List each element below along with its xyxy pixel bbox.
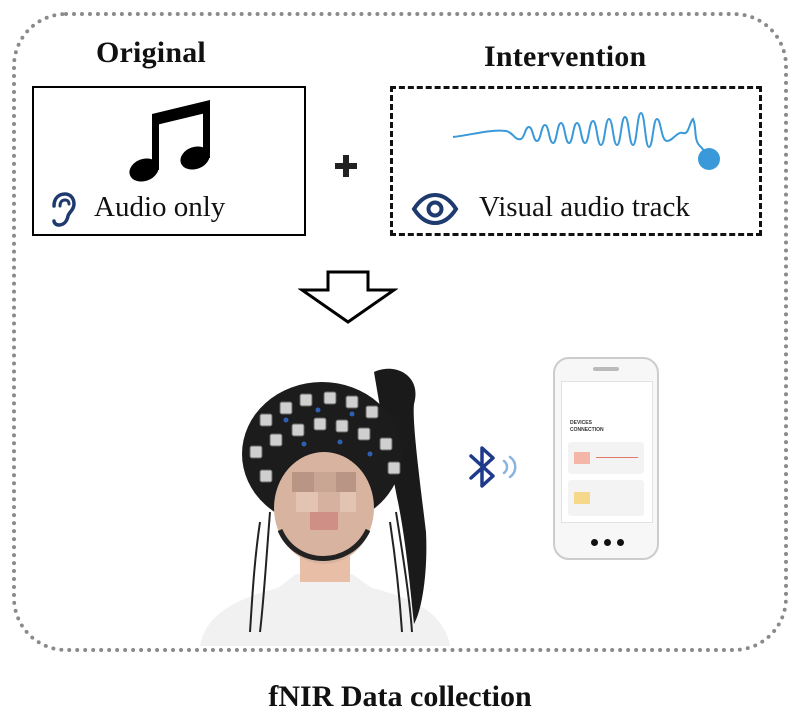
eye-icon bbox=[411, 193, 459, 225]
ear-icon bbox=[52, 192, 76, 227]
original-panel: Audio only bbox=[32, 86, 306, 236]
waveform-icon bbox=[452, 111, 720, 170]
smartphone: DEVICES CONNECTION bbox=[553, 357, 659, 560]
phone-card-1-line bbox=[596, 457, 638, 458]
dotted-frame bbox=[12, 12, 788, 652]
intervention-panel: Visual audio track bbox=[390, 86, 762, 236]
phone-card-1 bbox=[568, 442, 644, 474]
bluetooth-icon bbox=[469, 446, 495, 488]
phone-screen-title-2: CONNECTION bbox=[570, 427, 604, 433]
phone-dots bbox=[591, 539, 625, 547]
plus-icon bbox=[335, 155, 357, 177]
original-heading: Original bbox=[96, 36, 206, 69]
participant-fnirs-cap-photo bbox=[200, 368, 450, 646]
intervention-heading: Intervention bbox=[484, 40, 647, 73]
footer-caption: fNIR Data collection bbox=[268, 680, 532, 713]
down-arrow-icon bbox=[298, 270, 398, 324]
phone-card-2-thumb bbox=[574, 492, 590, 504]
phone-screen: DEVICES CONNECTION bbox=[561, 381, 653, 523]
signal-waves-icon bbox=[502, 455, 517, 479]
phone-card-2 bbox=[568, 480, 644, 516]
phone-speaker bbox=[593, 367, 619, 371]
visual-audio-track-label: Visual audio track bbox=[479, 191, 690, 223]
phone-screen-title-1: DEVICES bbox=[570, 420, 592, 426]
audio-only-label: Audio only bbox=[94, 191, 226, 223]
phone-card-1-thumb bbox=[574, 452, 590, 464]
music-note-icon bbox=[129, 100, 210, 182]
